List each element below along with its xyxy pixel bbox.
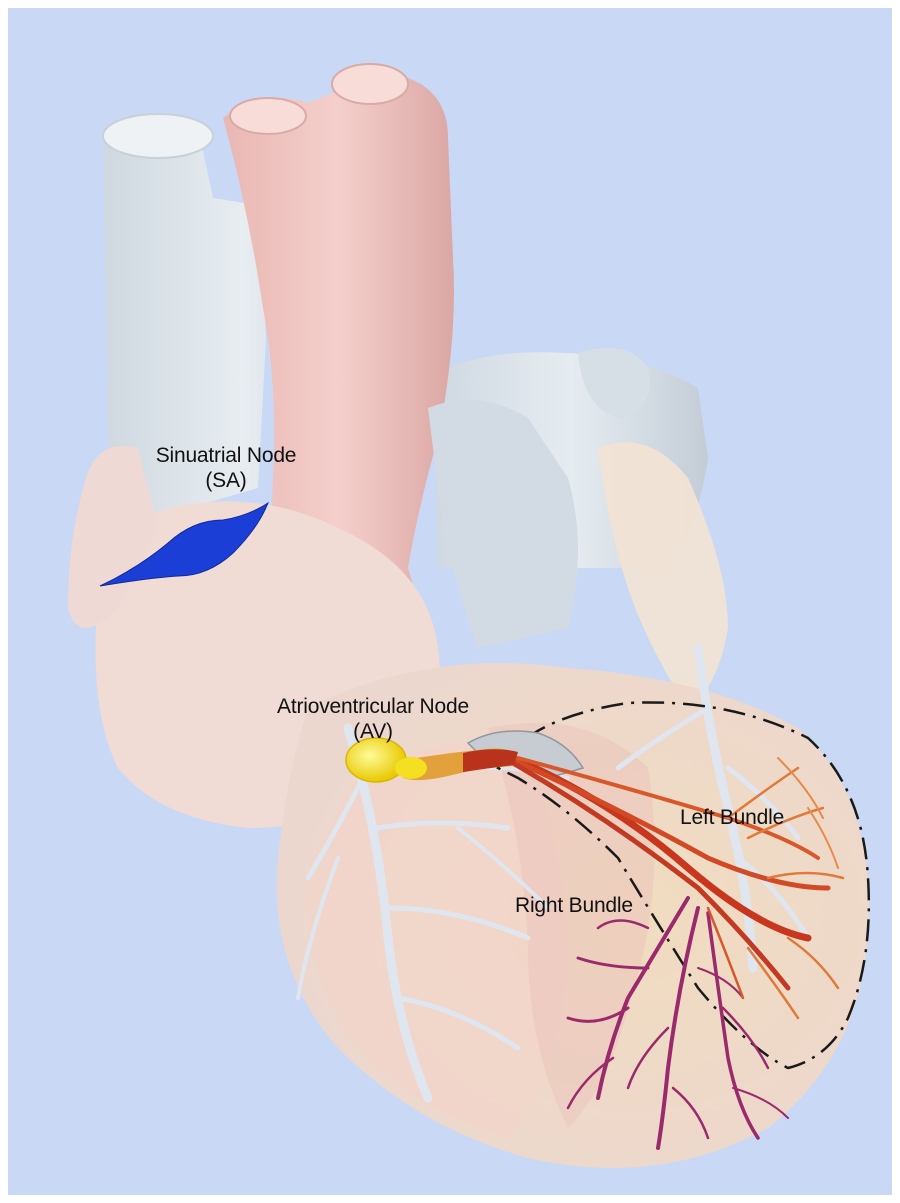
sa-node-label-line1: Sinuatrial Node bbox=[136, 443, 316, 468]
aorta-branch-1 bbox=[230, 98, 306, 134]
av-node-label-line1: Atrioventricular Node bbox=[248, 694, 498, 719]
av-node-label-line2: (AV) bbox=[248, 719, 498, 744]
sa-node-label: Sinuatrial Node (SA) bbox=[136, 443, 316, 493]
av-node-label: Atrioventricular Node (AV) bbox=[248, 694, 498, 744]
heart-conduction-illustration: Sinuatrial Node (SA) Atrioventricular No… bbox=[8, 8, 892, 1195]
vena-cava-opening bbox=[103, 114, 213, 158]
aorta-branch-2 bbox=[332, 64, 408, 104]
av-node-tail bbox=[395, 757, 427, 779]
sa-node-label-line2: (SA) bbox=[136, 468, 316, 493]
heart-svg bbox=[8, 8, 892, 1195]
right-bundle-label: Right Bundle bbox=[515, 893, 633, 918]
left-bundle-label: Left Bundle bbox=[680, 805, 784, 830]
av-node bbox=[346, 738, 406, 782]
